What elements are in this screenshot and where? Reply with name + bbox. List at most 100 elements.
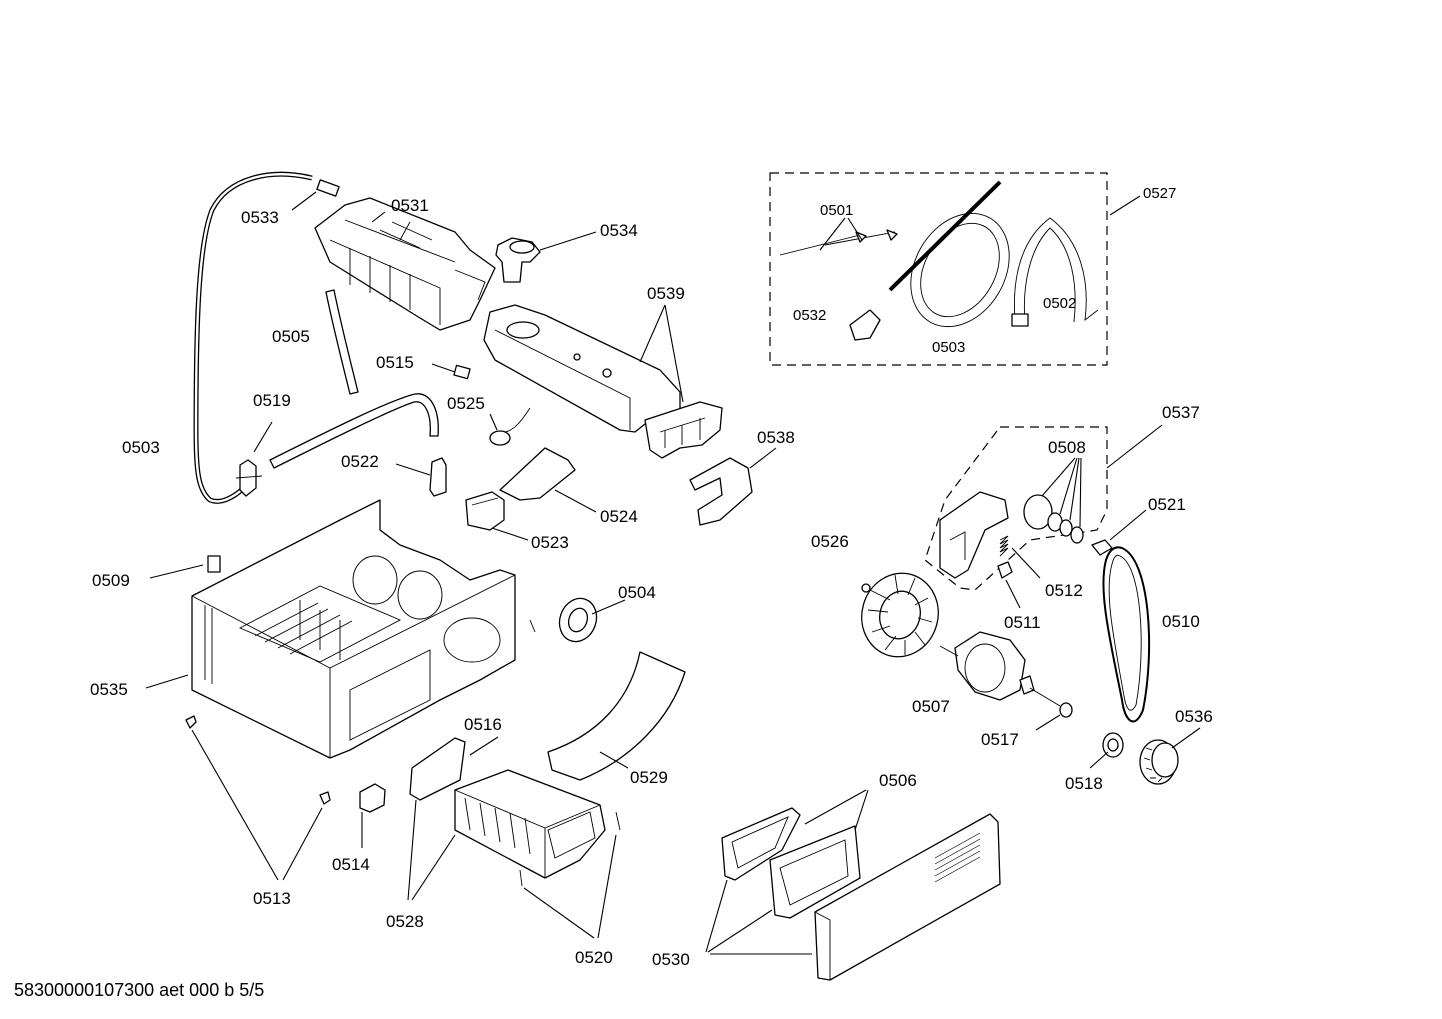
- label-0507: 0507: [912, 697, 950, 716]
- leader-0508a: [1041, 457, 1076, 497]
- label-0510: 0510: [1162, 612, 1200, 631]
- leader-0506b: [854, 789, 869, 831]
- label-0531: 0531: [391, 196, 429, 215]
- label-0508: 0508: [1048, 438, 1086, 457]
- condenser-housing-0531: [314, 197, 496, 331]
- leader-0506a: [804, 789, 867, 825]
- hose-0503-left-inner: [194, 173, 313, 503]
- leader-0515: [431, 363, 456, 373]
- leader-0516: [469, 736, 499, 756]
- motor-bracket-0537: [939, 491, 1009, 579]
- label-0511: 0511: [1004, 613, 1041, 632]
- kit-0527-dashed-box: [769, 172, 1108, 366]
- label-0502: 0502: [1043, 295, 1076, 312]
- leader-0518: [1089, 751, 1109, 769]
- screws-0520: [519, 811, 621, 887]
- label-0535: 0535: [90, 680, 128, 699]
- leader-0528a: [407, 799, 417, 901]
- label-0518: 0518: [1065, 774, 1103, 793]
- sensor-0525: [489, 407, 531, 446]
- leader-0525: [489, 413, 498, 431]
- switch-0523: [465, 491, 505, 531]
- valve-0519: [235, 459, 263, 497]
- leader-0537: [1106, 424, 1163, 469]
- label-0514: 0514: [332, 855, 370, 874]
- curved-seal-0529: [547, 651, 686, 781]
- hose-0505: [325, 289, 359, 395]
- leader-0535: [145, 674, 189, 689]
- tank-cover-0539: [644, 401, 723, 459]
- leader-0508c: [1069, 457, 1080, 521]
- label-0525: 0525: [447, 394, 485, 413]
- label-0524: 0524: [600, 507, 638, 526]
- label-0533: 0533: [241, 208, 279, 227]
- leader-0513b: [282, 807, 323, 881]
- label-0523: 0523: [531, 533, 569, 552]
- clip-0514: [359, 783, 386, 813]
- leader-0530a: [705, 879, 728, 953]
- label-0539: 0539: [647, 284, 685, 303]
- label-0529: 0529: [630, 768, 668, 787]
- filter-drawer-0528: [454, 769, 606, 879]
- gasket-0516: [409, 737, 466, 801]
- plate-0524: [499, 447, 576, 501]
- leader-0522: [395, 463, 431, 476]
- leader-0527: [1109, 195, 1141, 216]
- leader-0536: [1171, 727, 1201, 749]
- label-0526: 0526: [811, 532, 849, 551]
- label-0528: 0528: [386, 912, 424, 931]
- label-0517: 0517: [981, 730, 1019, 749]
- label-0516: 0516: [464, 715, 502, 734]
- label-0506: 0506: [879, 771, 917, 790]
- leader-0539b: [664, 304, 684, 403]
- leader-0531: [371, 211, 386, 223]
- label-0501: 0501: [820, 202, 853, 219]
- leader-0529: [599, 751, 629, 769]
- seal-ring-0504: [558, 597, 598, 643]
- leader-0501a: [819, 217, 846, 251]
- label-0509: 0509: [92, 571, 130, 590]
- label-0503-kit: 0503: [932, 339, 965, 356]
- leader-0509: [149, 564, 204, 579]
- connector-0533: [316, 179, 340, 197]
- leader-0520b: [523, 887, 595, 939]
- pin-0521: [1091, 539, 1113, 556]
- pump-cap-0534: [495, 237, 541, 283]
- label-0512: 0512: [1045, 581, 1083, 600]
- door-frame-0506: [769, 825, 861, 919]
- door-gasket-0530: [721, 807, 801, 881]
- clip-0515: [453, 364, 471, 380]
- kit-parts-0527: [779, 180, 1099, 341]
- leader-0508b: [1059, 457, 1078, 515]
- hose-0525: [269, 393, 439, 469]
- pulley-0518: [1102, 732, 1124, 758]
- label-0537: 0537: [1162, 403, 1200, 422]
- label-0530: 0530: [652, 950, 690, 969]
- leader-0521: [1109, 509, 1147, 541]
- label-0534: 0534: [600, 221, 638, 240]
- leader-0517: [1035, 714, 1061, 731]
- label-0521: 0521: [1148, 495, 1186, 514]
- label-0522: 0522: [341, 452, 379, 471]
- nut-0517: [1059, 702, 1073, 718]
- leader-0538: [749, 447, 777, 469]
- label-0513: 0513: [253, 889, 291, 908]
- label-0536: 0536: [1175, 707, 1213, 726]
- bracket-0538: [689, 457, 753, 526]
- document-reference-footer: 58300000107300 aet 000 b 5/5: [14, 980, 265, 1000]
- leader-0512: [1011, 547, 1041, 579]
- leader-0513a: [191, 729, 279, 881]
- screw-near-0504: [529, 619, 536, 633]
- leader-0528b: [411, 834, 456, 901]
- base-frame-0535: [191, 499, 516, 759]
- leader-0504: [591, 599, 626, 615]
- pulley-set-0508: [1023, 494, 1084, 544]
- leader-0520a: [597, 834, 617, 939]
- leader-0539a: [639, 304, 666, 363]
- motor-0507: [939, 631, 1061, 707]
- leader-0508d: [1079, 457, 1082, 528]
- belt-0510: [1102, 546, 1151, 723]
- label-0505: 0505: [272, 327, 310, 346]
- spring-0512: [999, 535, 1009, 557]
